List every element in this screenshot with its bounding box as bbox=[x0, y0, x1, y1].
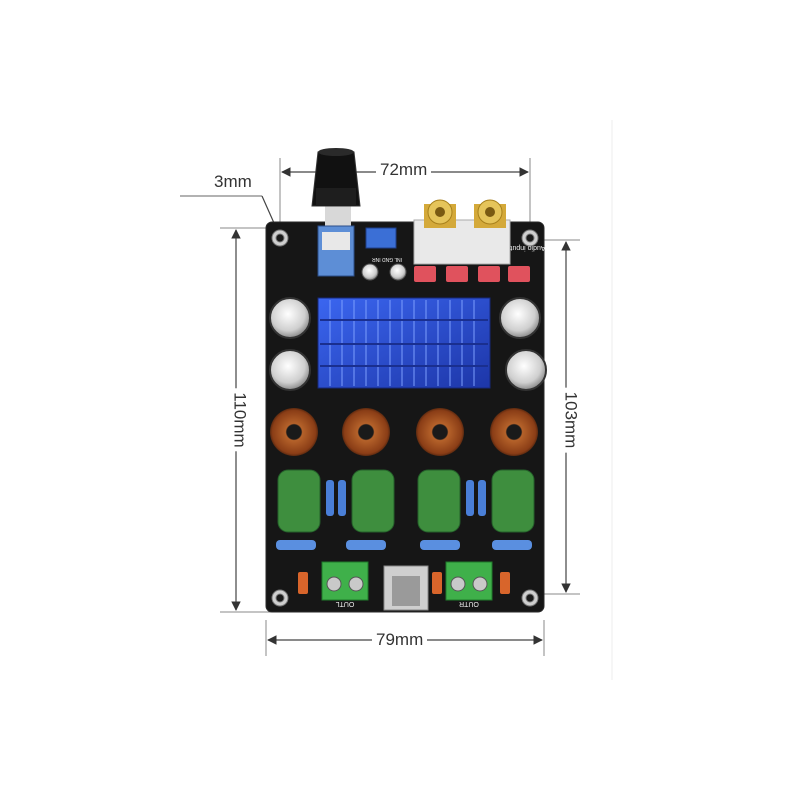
input-header bbox=[365, 227, 397, 249]
amplifier-board: OUTL OUTR Audio input INL GND INR bbox=[265, 148, 547, 613]
filter-capacitors bbox=[269, 297, 547, 391]
green-capacitors bbox=[277, 469, 535, 533]
silk-pin-in: INL GND INR bbox=[372, 256, 402, 262]
hole-offset-label: 3mm bbox=[214, 172, 252, 191]
power-jack bbox=[383, 565, 429, 611]
left-height-label: 110mm bbox=[229, 388, 250, 452]
heatsink bbox=[317, 297, 491, 389]
film-capacitors bbox=[414, 266, 530, 282]
right-height-label: 103mm bbox=[560, 387, 581, 453]
top-width-label: 72mm bbox=[376, 160, 432, 180]
silk-audio-input: Audio input bbox=[510, 244, 545, 251]
blue-caps bbox=[276, 540, 532, 550]
mounting-holes bbox=[271, 229, 539, 607]
volume-knob bbox=[311, 148, 361, 277]
inductor-coils bbox=[270, 408, 538, 456]
rca-jacks bbox=[413, 199, 511, 265]
silk-output-right: OUTR bbox=[459, 600, 479, 607]
silk-output-left: OUTL bbox=[336, 600, 355, 607]
speaker-terminals bbox=[321, 561, 493, 601]
resistors bbox=[326, 480, 486, 516]
bottom-width-label: 79mm bbox=[372, 630, 428, 650]
